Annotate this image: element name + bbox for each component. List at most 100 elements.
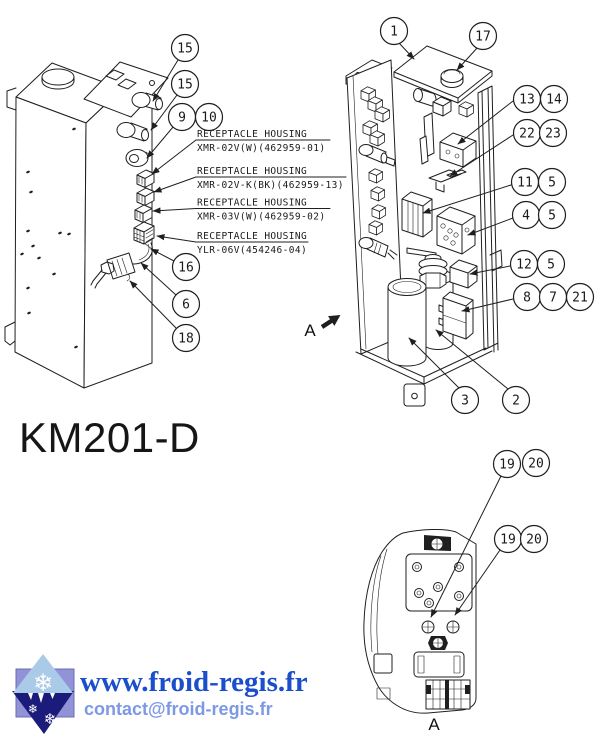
svg-text:22: 22	[519, 127, 535, 142]
contactor	[436, 206, 476, 255]
panel-switch	[358, 237, 398, 260]
callout-2: 2	[501, 385, 531, 415]
panel-bushing	[358, 144, 396, 167]
callout-8: 8	[512, 282, 542, 312]
callout-5-1: 5	[537, 167, 567, 197]
exploded-view-leaders	[398, 42, 514, 390]
mounting-bracket	[428, 169, 467, 193]
callout-10: 10	[194, 102, 224, 132]
section-arrow: A	[304, 315, 341, 340]
callout-14: 14	[539, 84, 569, 114]
svg-text:15: 15	[177, 42, 193, 57]
plate-screws	[412, 562, 464, 608]
callout-18: 18	[171, 323, 201, 353]
svg-text:11: 11	[517, 176, 533, 191]
callout-4: 4	[511, 200, 541, 230]
svg-text:5: 5	[548, 209, 556, 224]
logo-lightblue-triangle	[13, 654, 73, 693]
section-arrow-icon	[320, 315, 341, 329]
email-text: contact@froid-regis.fr	[84, 699, 273, 719]
svg-text:5: 5	[548, 176, 556, 191]
svg-text:2: 2	[512, 394, 520, 409]
callout-5-3: 5	[536, 249, 566, 279]
callout-3: 3	[450, 385, 480, 415]
terminal-connector	[425, 679, 471, 710]
top-screw-mount	[424, 535, 451, 551]
part-label-number: XMR-03V(W)(462959-02)	[197, 212, 326, 223]
svg-text:6: 6	[182, 298, 190, 313]
svg-text:7: 7	[549, 291, 557, 306]
control-relay	[439, 132, 477, 168]
svg-text:18: 18	[178, 332, 194, 347]
bushing-2	[116, 122, 149, 142]
part-label-number: XMR-02V-K(BK)(462959-13)	[197, 180, 344, 191]
top-dome	[41, 68, 75, 90]
exploded-view-drawing	[345, 42, 514, 407]
callout-22: 22	[512, 118, 542, 148]
icicles	[28, 693, 55, 703]
control-box-drawing	[4, 59, 179, 389]
callout-6: 6	[171, 289, 201, 319]
rocker-switch	[413, 651, 465, 678]
svg-text:17: 17	[475, 30, 491, 45]
part-label-1: RECEPTACLE HOUSING XMR-02V(W)(462959-01)	[151, 129, 331, 175]
website-text: www.froid-regis.fr	[80, 666, 308, 698]
svg-text:19: 19	[500, 533, 516, 548]
capacitor-3	[387, 278, 427, 367]
svg-text:19: 19	[499, 458, 515, 473]
detail-view-leaders	[430, 475, 502, 618]
top-bracket	[83, 61, 169, 118]
svg-text:16: 16	[178, 261, 194, 276]
part-label-title: RECEPTACLE HOUSING	[197, 198, 307, 209]
part-callout-labels: RECEPTACLE HOUSING XMR-02V(W)(462959-01)…	[151, 129, 347, 256]
snowflake-icon: ❄	[44, 710, 57, 728]
side-tab-lower	[376, 687, 391, 700]
mount-tab-top	[6, 87, 17, 111]
part-label-3: RECEPTACLE HOUSING XMR-03V(W)(462959-02)	[152, 198, 331, 223]
callout-19-2: 19	[493, 524, 523, 554]
detail-outline	[363, 529, 477, 714]
left-view-leaders	[129, 59, 179, 329]
callout-15-2: 15	[170, 69, 200, 99]
part-label-number: XMR-02V(W)(462959-01)	[197, 143, 326, 154]
snowflake-icon: ❄	[28, 702, 38, 716]
callout-15-1: 15	[170, 33, 200, 63]
detail-view-label: A	[428, 715, 440, 734]
panel-holes	[20, 127, 78, 349]
svg-text:21: 21	[572, 291, 588, 306]
logo-navy-triangle	[12, 691, 74, 734]
svg-text:8: 8	[523, 291, 531, 306]
callout-12: 12	[509, 249, 539, 279]
callout-5-2: 5	[537, 200, 567, 230]
screw-19-20-b	[446, 620, 460, 634]
callout-13: 13	[512, 84, 542, 114]
callout-20-1: 20	[521, 448, 551, 478]
part-label-4: RECEPTACLE HOUSING YLR-06V(454246-04)	[156, 231, 309, 256]
section-arrow-label: A	[304, 321, 316, 340]
top-cover-plate	[393, 45, 493, 104]
holder-relay	[449, 259, 478, 289]
model-label: KM201-D	[19, 414, 200, 461]
snowflake-icon: ❄	[33, 669, 53, 697]
callout-balloons: 15 15 9 10 16 6 18 1 17 13 14 22 2 3 11 5…	[167, 16, 595, 554]
svg-text:12: 12	[516, 258, 532, 273]
svg-text:5: 5	[547, 258, 555, 273]
svg-text:14: 14	[546, 93, 562, 108]
callout-1: 1	[379, 16, 409, 46]
svg-text:20: 20	[526, 533, 542, 548]
transformer	[401, 191, 433, 238]
svg-text:10: 10	[201, 111, 217, 126]
svg-text:9: 9	[178, 111, 186, 126]
pressure-switch	[406, 247, 448, 289]
callout-19-1: 19	[492, 449, 522, 479]
detail-view-drawing: A	[363, 475, 502, 734]
svg-text:15: 15	[177, 78, 193, 93]
callout-7: 7	[538, 282, 568, 312]
callout-11: 11	[510, 167, 540, 197]
svg-text:20: 20	[528, 457, 544, 472]
svg-text:3: 3	[461, 394, 469, 409]
ylr-connector	[133, 221, 155, 245]
svg-text:4: 4	[522, 209, 530, 224]
